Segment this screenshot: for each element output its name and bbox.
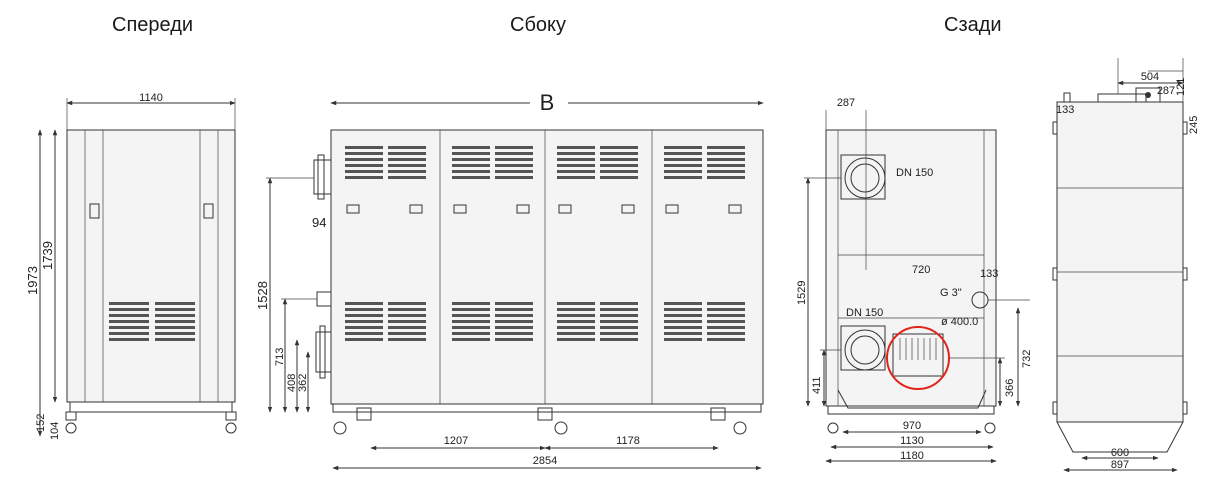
side-flue-height-dim: 1528 [255, 281, 270, 310]
side-view-title: Сбоку [510, 14, 566, 36]
rear-right-low-dim: 366 [1004, 379, 1016, 397]
rear-bottom-height-dim: 411 [811, 376, 823, 394]
rear-flue-dn: DN 150 [896, 167, 933, 179]
top-dim-245: 245 [1188, 116, 1200, 134]
top-connection-block [1097, 93, 1147, 103]
front-body [66, 129, 236, 403]
front-wheel-right [225, 422, 237, 434]
side-wheel-3 [733, 421, 747, 435]
top-dim-133: 133 [1056, 104, 1074, 116]
top-view-body [1056, 101, 1184, 423]
front-total-height-dim: 1973 [25, 266, 40, 295]
front-wheel-left [65, 422, 77, 434]
front-base-frame [69, 401, 233, 413]
front-view-title: Спереди [112, 14, 194, 36]
front-handle-left [89, 203, 100, 219]
side-wheel-2 [554, 421, 568, 435]
top-dim-897: 897 [1111, 459, 1129, 471]
rear-width-3: 1180 [900, 450, 924, 462]
rear-view: DN 150 287 1529 720 133 G 3" ø 400.0 DN … [796, 97, 1033, 464]
side-base-frame [332, 403, 762, 413]
rear-view-title: Сзади [944, 14, 1002, 36]
side-body [330, 129, 764, 405]
side-wheel-span-1: 1207 [444, 435, 468, 447]
side-inlet-dim-2: 362 [297, 374, 309, 392]
rear-diameter-label: ø 400.0 [941, 316, 978, 328]
side-view: B 94 1528 713 408 362 1207 1178 2854 [255, 90, 764, 471]
front-vent-grille [109, 302, 195, 341]
top-dim-121: 121 [1175, 78, 1187, 96]
front-body-height-dim: 1739 [40, 241, 55, 270]
rear-burner-block [892, 333, 944, 377]
side-length-label: B [540, 90, 555, 115]
top-dim-600: 600 [1111, 447, 1129, 459]
rear-gas-label: G 3" [940, 287, 962, 299]
rear-width-1: 970 [903, 420, 921, 432]
side-vent-upper [345, 146, 745, 179]
side-flue-offset-dim: 94 [312, 215, 326, 230]
rear-right-height-dim: 732 [1021, 350, 1033, 368]
top-view: 504 287 121 133 245 600 897 [1052, 58, 1200, 473]
top-dim-287: 287 [1157, 85, 1175, 97]
front-view: 1140 1973 1739 152 104 [25, 92, 237, 440]
top-dim-504: 504 [1141, 71, 1159, 83]
side-return-height-dim: 713 [274, 348, 286, 366]
front-width-dim: 1140 [139, 92, 163, 104]
front-feet-dim: 104 [49, 422, 61, 440]
side-inlet-flange [315, 331, 332, 373]
side-wheel-1 [333, 421, 347, 435]
rear-top-offset-dim: 287 [837, 97, 855, 109]
rear-flue-height-dim: 1529 [796, 281, 808, 305]
side-wheel-span-2: 1178 [616, 435, 640, 447]
rear-conn-offset-dim: 133 [980, 268, 998, 280]
rear-width-2: 1130 [900, 435, 924, 447]
rear-body [825, 129, 997, 407]
side-vent-lower [345, 302, 745, 341]
side-flue-outlet [313, 159, 332, 195]
rear-bottom-dn: DN 150 [846, 307, 883, 319]
side-total-length-dim: 2854 [533, 455, 557, 467]
front-handle-right [203, 203, 214, 219]
side-return-pipe [316, 291, 332, 307]
rear-mid-width-dim: 720 [912, 264, 930, 276]
front-base-dim: 152 [35, 414, 47, 432]
rear-highlight-circle [886, 326, 950, 390]
side-inlet-dim-1: 408 [286, 374, 298, 392]
side-handles [346, 204, 742, 214]
